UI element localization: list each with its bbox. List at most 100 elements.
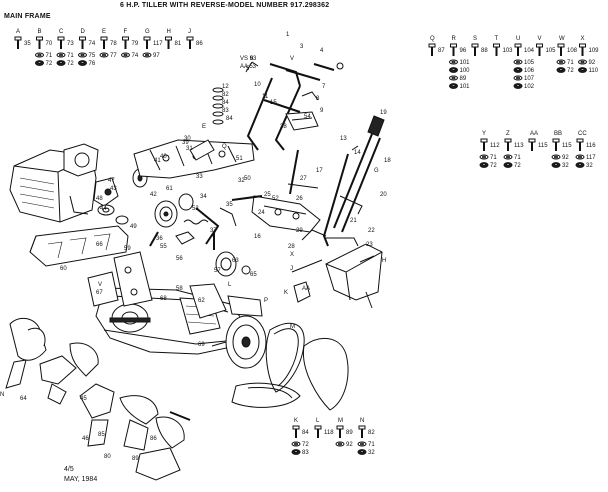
group-letter: Y (482, 131, 486, 137)
part-number: 71 (490, 155, 497, 161)
callout-upper-handle: 11 (262, 94, 269, 100)
callout-tines: 86 (150, 436, 157, 442)
part-number: 113 (514, 143, 524, 149)
callout-right-handle: 23 (366, 242, 373, 248)
part-number: 108 (567, 48, 578, 54)
callout-center: 40 (160, 154, 167, 160)
part-number: 102 (524, 84, 535, 90)
callout-upper-handle: 82 (222, 92, 229, 98)
transmission-case (95, 287, 245, 355)
part-number: 115 (538, 143, 548, 149)
part-number: 92 (346, 442, 353, 448)
group-letter: X (581, 36, 585, 42)
hardware-group-top-left: A35B707172C737172D747576E7877F7974G11797… (14, 29, 203, 67)
callout-center: 63 (232, 258, 239, 264)
callout-center: 69 (198, 342, 205, 348)
callout-center: 53 (192, 206, 199, 212)
callout-center: 52 (272, 196, 279, 202)
callout-center: 32 (238, 178, 245, 184)
part-number: 35 (24, 41, 31, 47)
part-number: 86 (196, 41, 203, 47)
part-number: 71 (67, 53, 74, 59)
callout-center: AA (302, 286, 310, 292)
hardware-group-y: Y 112 71 72 (479, 131, 500, 169)
callout-center: P (264, 298, 268, 304)
part-number: 88 (481, 48, 488, 54)
hardware-group-l: L 118 (314, 418, 334, 438)
group-letter: G (145, 29, 150, 35)
part-number: 77 (110, 53, 117, 59)
callout-center: 67 (96, 290, 103, 296)
group-letter: C (59, 29, 64, 35)
part-number: 105 (546, 48, 557, 54)
callout-center: 25 (264, 192, 271, 198)
group-letter: W (559, 36, 565, 42)
callout-upper-handle: 54 (304, 114, 311, 120)
part-number: 70 (46, 41, 53, 47)
callout-tines: 45 (80, 396, 87, 402)
callout-right-handle: 14 (354, 150, 361, 156)
part-number: 112 (490, 143, 500, 149)
callout-upper-handle: 8 (316, 96, 320, 102)
part-number: 96 (460, 48, 467, 54)
callout-right-handle: 17 (316, 168, 323, 174)
callout-upper-handle: 84 (226, 116, 233, 122)
group-letter: K (294, 418, 298, 424)
part-number: 79 (132, 41, 139, 47)
callout-tines: 85 (98, 432, 105, 438)
callout-right-handle: 20 (380, 192, 387, 198)
tine-assembly-right (79, 383, 191, 481)
side-plate-left (87, 251, 153, 307)
control-housing (291, 243, 383, 309)
part-number: 101 (460, 84, 471, 90)
callout-center: 36 (156, 236, 163, 242)
callout-upper-handle: V (290, 56, 294, 62)
part-number: 74 (89, 41, 96, 47)
callout-center: Q (222, 144, 227, 150)
callout-center: 61 (166, 186, 173, 192)
part-number: 72 (67, 61, 74, 67)
callout-upper-handle: 4 (320, 48, 324, 54)
group-letter: A (16, 29, 20, 35)
hardware-group-j: J86 (186, 29, 203, 49)
callout-center: X (290, 252, 294, 258)
part-number: 117 (586, 155, 596, 161)
group-letter: U (516, 36, 520, 42)
callout-center: J (290, 266, 293, 272)
group-letter: B (38, 29, 42, 35)
callout-center: 37 (210, 228, 217, 234)
part-number: 97 (153, 53, 160, 59)
callout-center: 33 (196, 174, 203, 180)
group-letter: CC (578, 131, 587, 137)
callout-center: 49 (130, 224, 137, 230)
part-number: 32 (368, 450, 375, 456)
group-letter: L (316, 418, 320, 424)
callout-tines: M (290, 324, 295, 330)
part-number: 87 (438, 48, 445, 54)
part-number: 101 (460, 60, 471, 66)
upper-frame-bracket (133, 139, 255, 179)
upper-handle-assembly (212, 61, 344, 151)
tine-shield (29, 225, 129, 267)
hardware-group-s: S88 (471, 36, 488, 56)
callout-right-handle: 21 (350, 218, 357, 224)
hardware-group-h: H81 (165, 29, 182, 49)
callout-center: 39 (182, 140, 189, 146)
hardware-group-c: C73 71 72 (56, 29, 74, 67)
group-letter: F (124, 29, 128, 35)
part-number: 118 (324, 430, 334, 436)
callout-center: 34 (200, 194, 207, 200)
callout-tines: 64 (20, 396, 27, 402)
hardware-group-a: A 35 (14, 29, 31, 49)
callout-center: 29 (296, 228, 303, 234)
part-number: 73 (67, 41, 74, 47)
part-number: 72 (490, 163, 497, 169)
section-label: MAIN FRAME (4, 13, 51, 20)
part-number: 72 (514, 163, 521, 169)
